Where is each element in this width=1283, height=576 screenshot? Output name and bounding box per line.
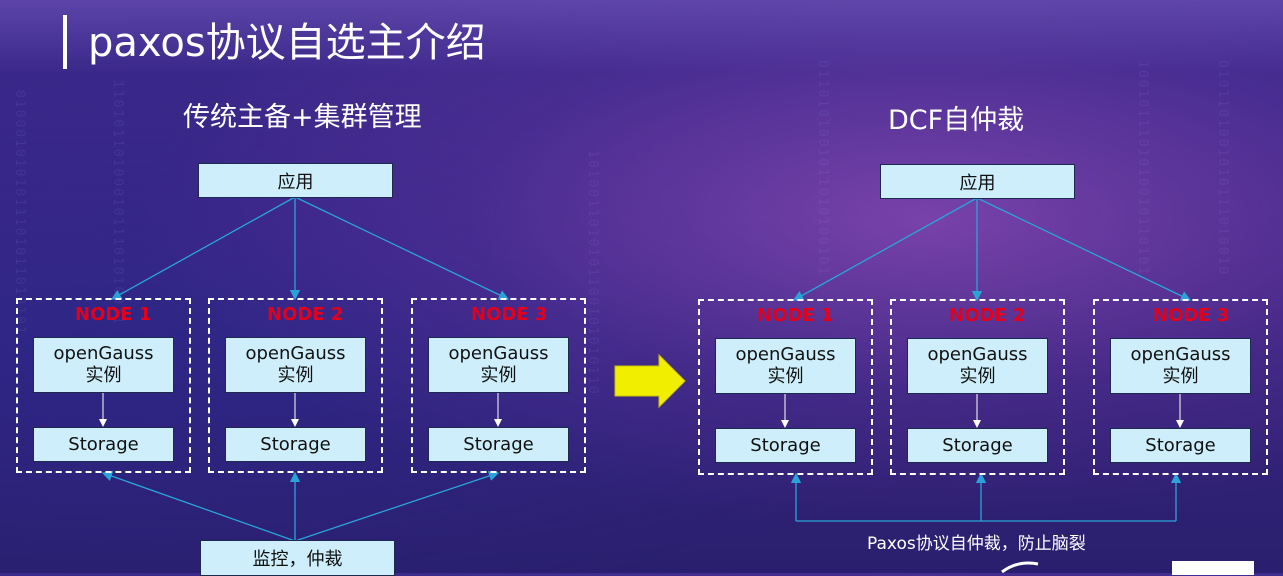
instance-suffix: 实例 [1162,366,1199,387]
paxos-caption: Paxos协议自仲裁，防止脑裂 [867,534,1086,554]
instance-suffix: 实例 [767,366,804,387]
node-box-left-1 [16,298,191,473]
app-to-node1-left [110,196,296,300]
binary-texture: 0100010101011101011010101 [12,90,27,336]
storage-box-left-2: Storage [225,427,366,462]
storage-box-left-3: Storage [428,427,569,462]
node-box-left-3 [411,298,586,473]
instance-suffix: 实例 [85,365,122,386]
binary-texture: 1010011010101100101010110 [585,150,600,396]
app-to-node3-right [976,197,1192,301]
instance-box-right-1: openGauss 实例 [715,338,856,394]
node-label-right-1: NODE 1 [757,305,834,326]
node-box-right-3 [1093,299,1268,475]
app-to-node3-left [294,196,510,300]
app-box-right: 应用 [880,164,1075,199]
node-label-left-3: NODE 3 [471,304,548,325]
left-heading: 传统主备+集群管理 [183,102,422,133]
binary-texture: 1001011101010010110101 [1135,60,1150,277]
node-label-right-2: NODE 2 [949,305,1026,326]
monitor-to-node1 [101,471,296,542]
storage-box-left-1: Storage [33,427,174,462]
instance-box-right-2: openGauss 实例 [907,338,1048,394]
instance-box-left-1: openGauss 实例 [33,337,174,393]
node-label-left-2: NODE 2 [267,304,344,325]
title-band [0,0,1283,72]
storage-box-right-3: Storage [1110,428,1251,463]
storage-box-right-2: Storage [907,428,1048,463]
node-box-left-2 [208,298,383,473]
swoosh-logo-icon [1001,561,1039,573]
instance-name: openGauss [927,344,1028,365]
logo-fragment [1172,561,1254,575]
binary-texture: 0101101001010111010010 [1215,60,1230,277]
app-box-left: 应用 [198,163,393,198]
instance-box-right-3: openGauss 实例 [1110,338,1251,394]
right-heading: DCF自仲裁 [888,105,1025,136]
instance-box-left-2: openGauss 实例 [225,337,366,393]
monitor-to-node3 [294,470,500,542]
page-title: paxos协议自选主介绍 [88,20,486,66]
storage-box-right-1: Storage [715,428,856,463]
instance-name: openGauss [448,343,549,364]
node-label-right-3: NODE 3 [1153,305,1230,326]
binary-texture: 0110101001011010100101 [815,60,830,277]
instance-name: openGauss [1130,344,1231,365]
instance-suffix: 实例 [480,365,517,386]
title-accent-bar [63,15,67,69]
transition-arrow-icon [614,353,686,409]
instance-name: openGauss [53,343,154,364]
app-to-node1-right [792,197,978,301]
instance-suffix: 实例 [959,366,996,387]
instance-name: openGauss [735,344,836,365]
instance-suffix: 实例 [277,365,314,386]
monitor-arbitration-box: 监控，仲裁 [200,540,395,576]
instance-name: openGauss [245,343,346,364]
node-label-left-1: NODE 1 [75,304,152,325]
binary-texture: 1101011010001011101010011 [110,80,125,326]
node-box-right-1 [698,299,873,475]
instance-box-left-3: openGauss 实例 [428,337,569,393]
node-box-right-2 [890,299,1065,475]
